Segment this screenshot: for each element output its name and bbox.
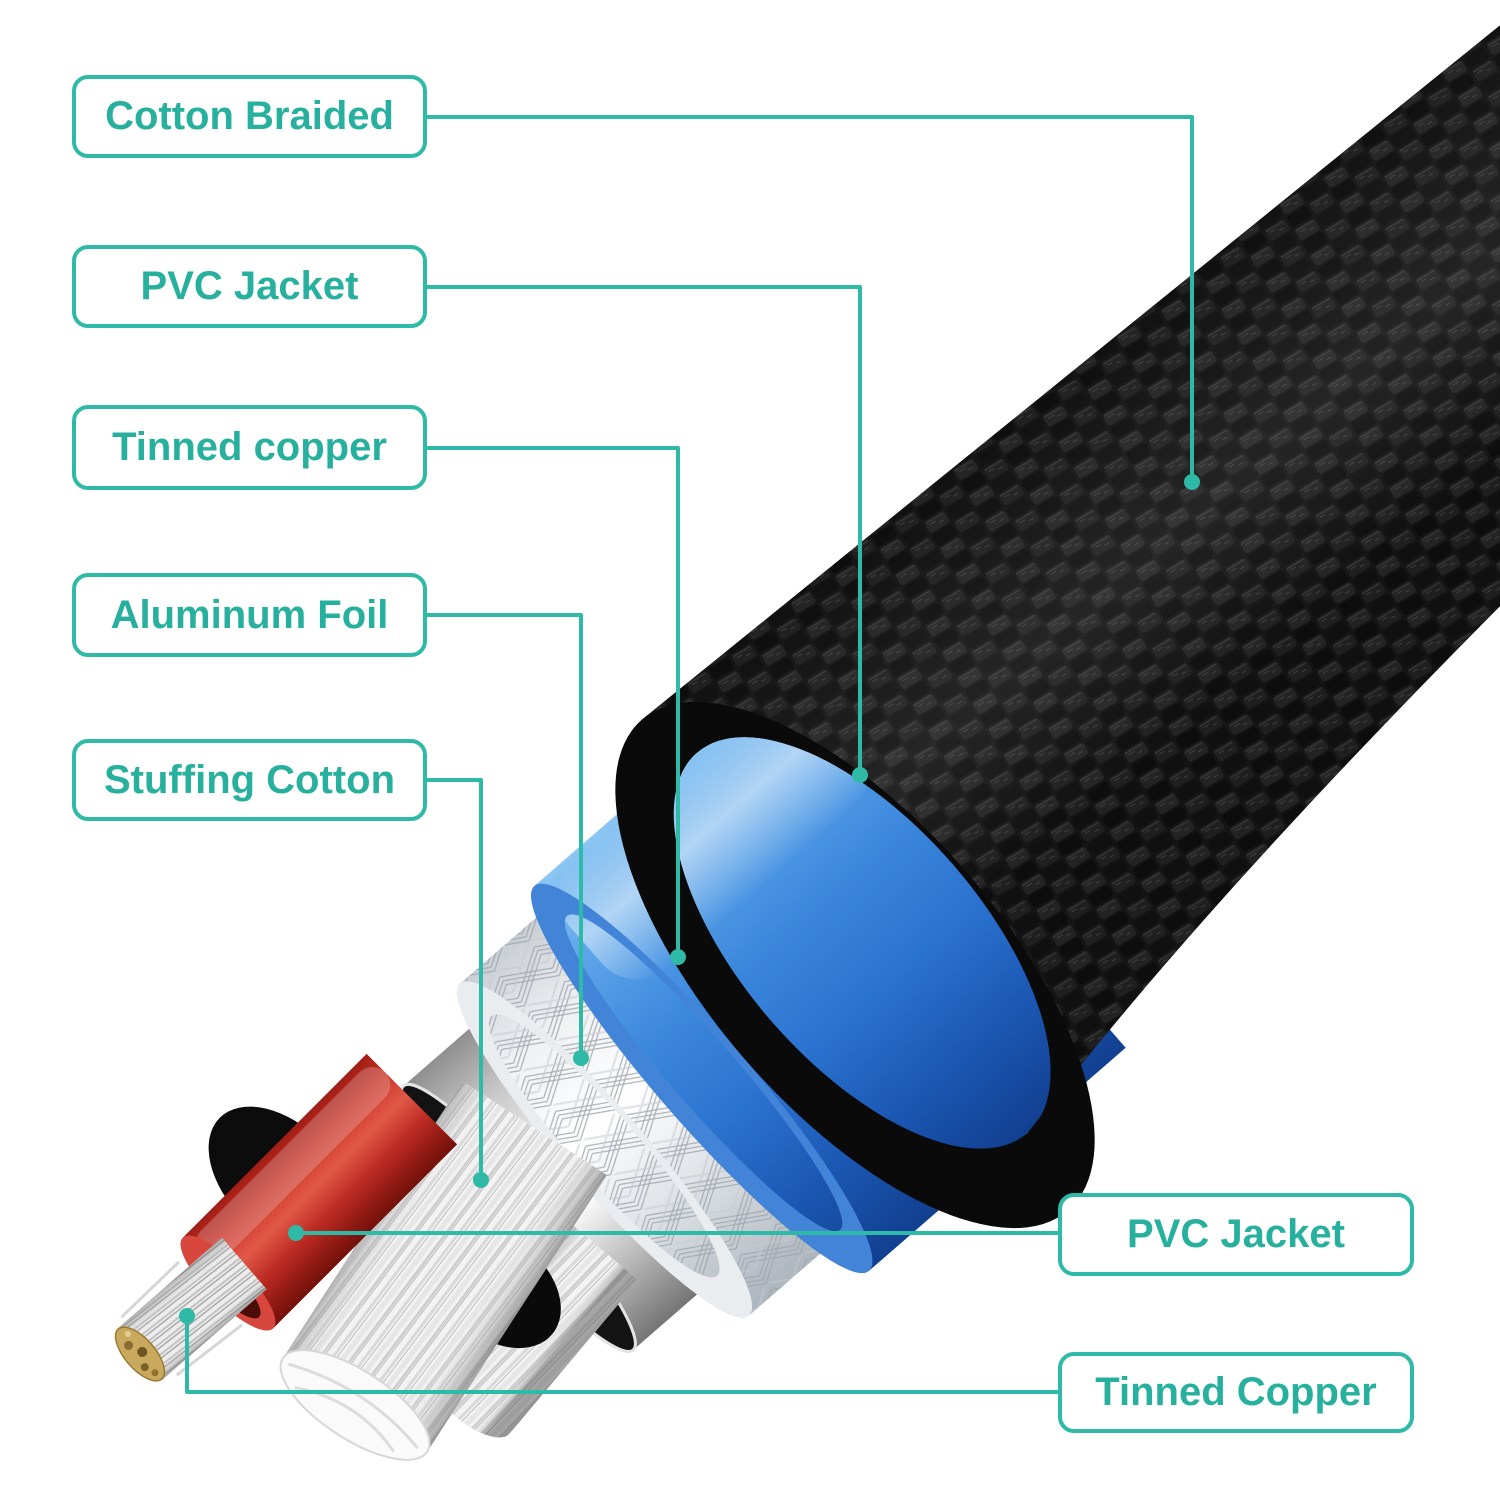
dot-tinned-copper-right: [179, 1308, 195, 1324]
label-pvc-jacket-left: PVC Jacket: [72, 245, 427, 328]
copper-tip: [114, 1326, 166, 1382]
dot-stuffing-cotton: [473, 1172, 489, 1188]
leader-tinned-copper-right: [185, 1314, 1059, 1394]
label-pvc-jacket-right: PVC Jacket: [1058, 1193, 1414, 1276]
leader-lines: [185, 115, 1194, 1394]
dot-pvc-jacket-left: [852, 767, 868, 783]
label-text: Tinned Copper: [1095, 1370, 1377, 1414]
braid-rim: [615, 701, 1095, 1229]
leader-cotton-braided: [425, 115, 1194, 484]
label-text: Tinned copper: [112, 425, 387, 469]
leader-dots: [179, 474, 1200, 1324]
dot-aluminum-foil: [573, 1050, 589, 1066]
leader-stuffing-cotton: [425, 778, 483, 1182]
dot-pvc-jacket-right: [288, 1225, 304, 1241]
leader-aluminum-foil: [425, 613, 583, 1060]
braided-sleeve: [615, 0, 1500, 1229]
shield-rim: [457, 981, 753, 1318]
label-stuffing-cotton: Stuffing Cotton: [72, 739, 427, 821]
label-text: Aluminum Foil: [110, 592, 389, 637]
leader-tinned-copper-left: [425, 446, 680, 959]
label-aluminum-foil: Aluminum Foil: [72, 573, 427, 657]
label-text: PVC Jacket: [1127, 1212, 1345, 1256]
stuffing-cotton-bundle: [279, 1081, 607, 1461]
label-tinned-copper-left: Tinned copper: [72, 405, 427, 490]
dot-tinned-copper-left: [670, 949, 686, 965]
label-text: Cotton Braided: [105, 94, 394, 138]
leader-pvc-jacket-left: [425, 285, 862, 777]
label-text: PVC Jacket: [140, 264, 359, 308]
label-tinned-copper-right: Tinned Copper: [1058, 1352, 1414, 1433]
label-cotton-braided: Cotton Braided: [72, 75, 427, 158]
dot-cotton-braided: [1184, 474, 1200, 490]
label-text: Stuffing Cotton: [104, 757, 395, 802]
cotton-tip: [279, 1349, 431, 1461]
